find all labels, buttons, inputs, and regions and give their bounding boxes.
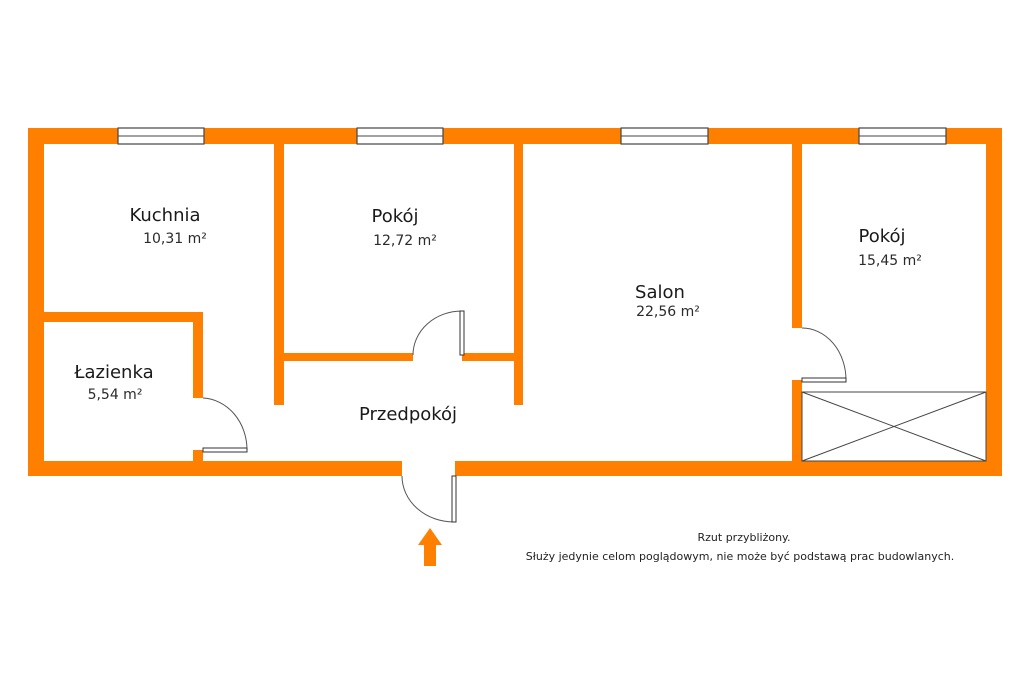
entrance-door [401,475,457,523]
bathroom-name: Łazienka [73,362,153,383]
wall-room1-bottom-right [462,353,517,361]
wall-kitchen-bathroom [44,312,203,322]
room2-area: 15,45 m² [858,253,922,269]
wall-kitchen-room1 [274,144,284,405]
wall-living-room2-top [792,144,802,328]
kitchen-name: Kuchnia [129,205,200,226]
room1-name: Pokój [371,206,418,227]
room1-area: 12,72 m² [373,233,437,249]
note-line2: Służy jedynie celom poglądowym, nie może… [526,550,954,563]
wall-bathroom-stub [193,450,203,461]
window [620,127,709,145]
bathroom-area: 5,54 m² [88,387,143,403]
room2-name: Pokój [858,226,905,247]
outer-wall-right [986,128,1002,476]
outer-wall-top [28,128,1002,144]
outer-wall-left [28,128,44,476]
kitchen-area: 10,31 m² [143,231,207,247]
window [117,127,205,145]
wardrobe [801,391,987,462]
outer-wall-bottom-right [455,461,1002,476]
room1-door [412,310,465,356]
doors [202,310,847,523]
room2-door [801,327,847,383]
living-area: 22,56 m² [636,304,700,320]
walls [28,128,1002,476]
note-line1: Rzut przybliżony. [698,531,791,544]
living-name: Salon [635,282,685,303]
wall-room1-living [514,144,523,405]
windows [117,127,947,145]
outer-wall-bottom-left [28,461,402,476]
window [858,127,947,145]
entrance-arrow-icon [418,528,442,566]
wall-bathroom-right [193,312,203,398]
hall-name: Przedpokój [359,404,457,425]
wall-living-room2-bottom [792,380,802,461]
bathroom-door [202,397,248,453]
wall-room1-bottom-left [284,353,413,361]
window [356,127,444,145]
